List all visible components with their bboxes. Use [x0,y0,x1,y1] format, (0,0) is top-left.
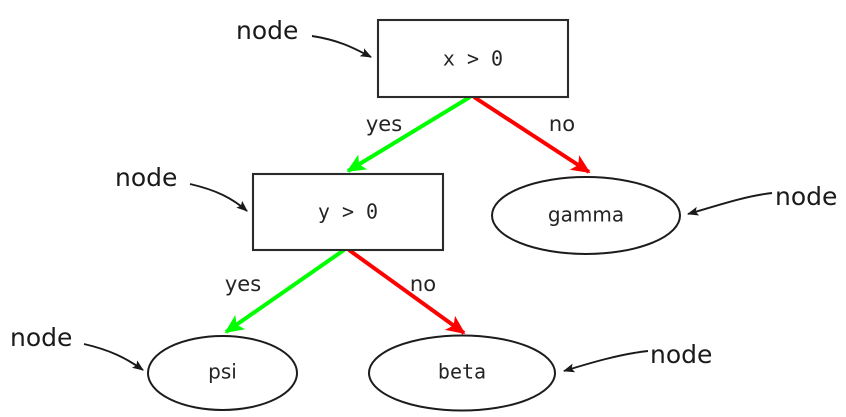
leaf-node-gamma[interactable]: gamma [491,176,681,255]
annotation-second: node [115,163,248,212]
decision-node-second-label: y > 0 [318,200,378,224]
annotation-psi: node [10,323,144,371]
edge-root-yes [346,95,472,173]
leaf-node-beta-ellipse [368,334,556,412]
leaf-node-gamma-ellipse [491,176,681,255]
annotation-gamma-arrow [687,192,773,216]
leaf-node-gamma-label: gamma [548,203,624,227]
annotation-beta: node [563,340,712,373]
annotation-gamma-label: node [775,182,837,211]
annotation-root: node [236,16,372,58]
annotation-second-arrow [189,183,248,212]
decision-node-second[interactable]: y > 0 [251,172,445,252]
annotation-second-label: node [115,163,177,192]
leaf-node-beta-label: beta [438,360,486,384]
leaf-node-psi-ellipse [147,335,298,411]
leaf-node-beta[interactable]: beta [368,334,556,412]
annotation-gamma: node [687,182,837,216]
annotation-psi-arrow [83,343,144,371]
decision-node-root[interactable]: x > 0 [376,18,570,99]
annotation-beta-label: node [650,340,712,369]
annotation-root-label: node [236,16,298,45]
edge-label-root-no: no [549,112,575,136]
edge-label-root-yes: yes [366,112,402,136]
annotation-psi-label: node [10,323,72,352]
leaf-node-psi-label: psi [208,360,237,384]
edge-second-no [347,248,466,335]
edge-label-second-yes: yes [225,272,261,296]
decision-node-second-box [251,172,445,252]
leaf-node-psi[interactable]: psi [147,335,298,411]
decision-node-root-box [376,18,570,99]
annotation-beta-arrow [563,350,649,373]
decision-node-root-label: x > 0 [443,47,503,71]
edge-root-no [472,95,591,174]
edge-second-yes [224,248,346,334]
annotation-root-arrow [311,35,372,58]
edge-label-second-no: no [410,272,436,296]
